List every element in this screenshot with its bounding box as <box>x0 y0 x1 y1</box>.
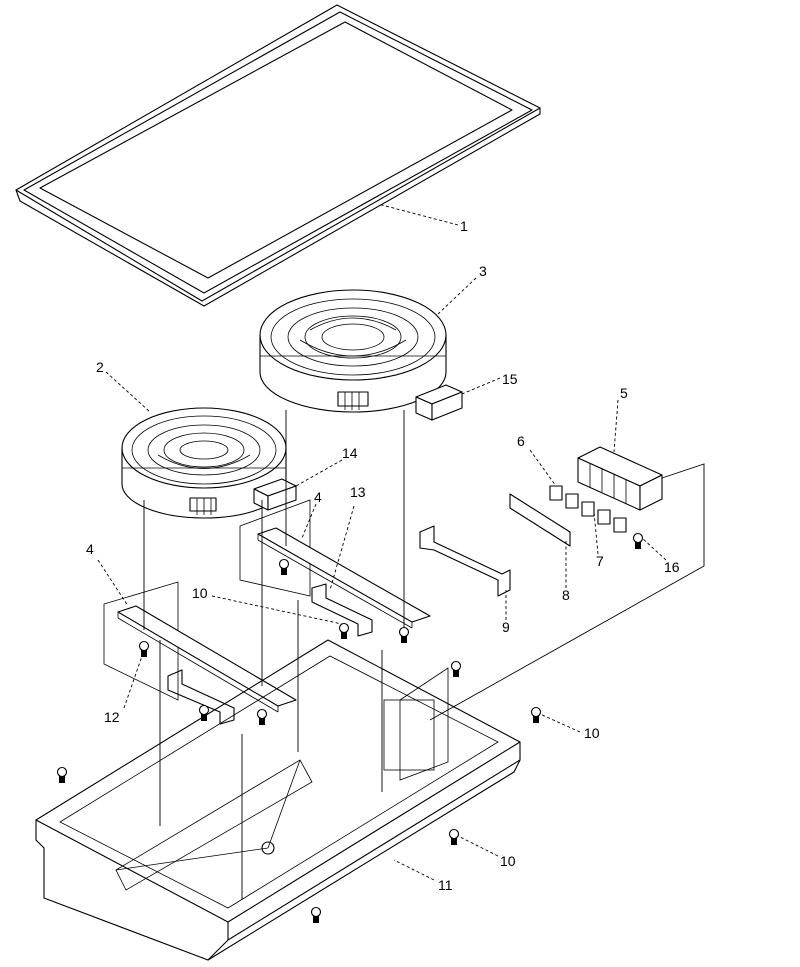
upper-support-bar-part <box>239 499 431 629</box>
terminal-clips-part <box>549 485 627 533</box>
callout-8: 8 <box>562 587 570 603</box>
callout-11: 11 <box>438 877 453 893</box>
bottom-pan-part <box>35 639 521 961</box>
large-heating-element-part <box>259 289 447 413</box>
callout-10-top: 10 <box>192 585 208 601</box>
callout-2: 2 <box>96 359 104 375</box>
callout-15: 15 <box>502 371 518 387</box>
callout-16: 16 <box>664 559 680 575</box>
callout-labels: 1 3 2 15 5 6 14 13 4 4 7 16 8 10 9 12 10… <box>86 218 680 893</box>
callout-10-right: 10 <box>584 725 600 741</box>
callout-14: 14 <box>342 445 358 461</box>
limiter-box-part <box>415 384 463 421</box>
callout-7: 7 <box>596 553 604 569</box>
callout-9: 9 <box>502 619 510 635</box>
callout-12: 12 <box>104 709 120 725</box>
insulator-sheet-part <box>509 493 571 547</box>
wiring-lines <box>143 410 705 900</box>
glass-cooktop-part <box>15 4 541 307</box>
small-limiter-box-part <box>253 478 297 511</box>
callout-3: 3 <box>479 263 487 279</box>
callout-4-upper: 4 <box>314 489 322 505</box>
mounting-bracket-part <box>419 525 511 597</box>
terminal-block-part <box>577 446 663 511</box>
lower-support-bar-part <box>103 581 297 725</box>
callout-13: 13 <box>350 484 366 500</box>
bracket-clip-part <box>311 583 373 637</box>
callout-10-bottom: 10 <box>500 853 516 869</box>
callout-6: 6 <box>517 433 525 449</box>
callout-4-lower: 4 <box>86 541 94 557</box>
callout-5: 5 <box>620 385 628 401</box>
leader-lines <box>97 203 667 881</box>
callout-1: 1 <box>460 218 468 234</box>
